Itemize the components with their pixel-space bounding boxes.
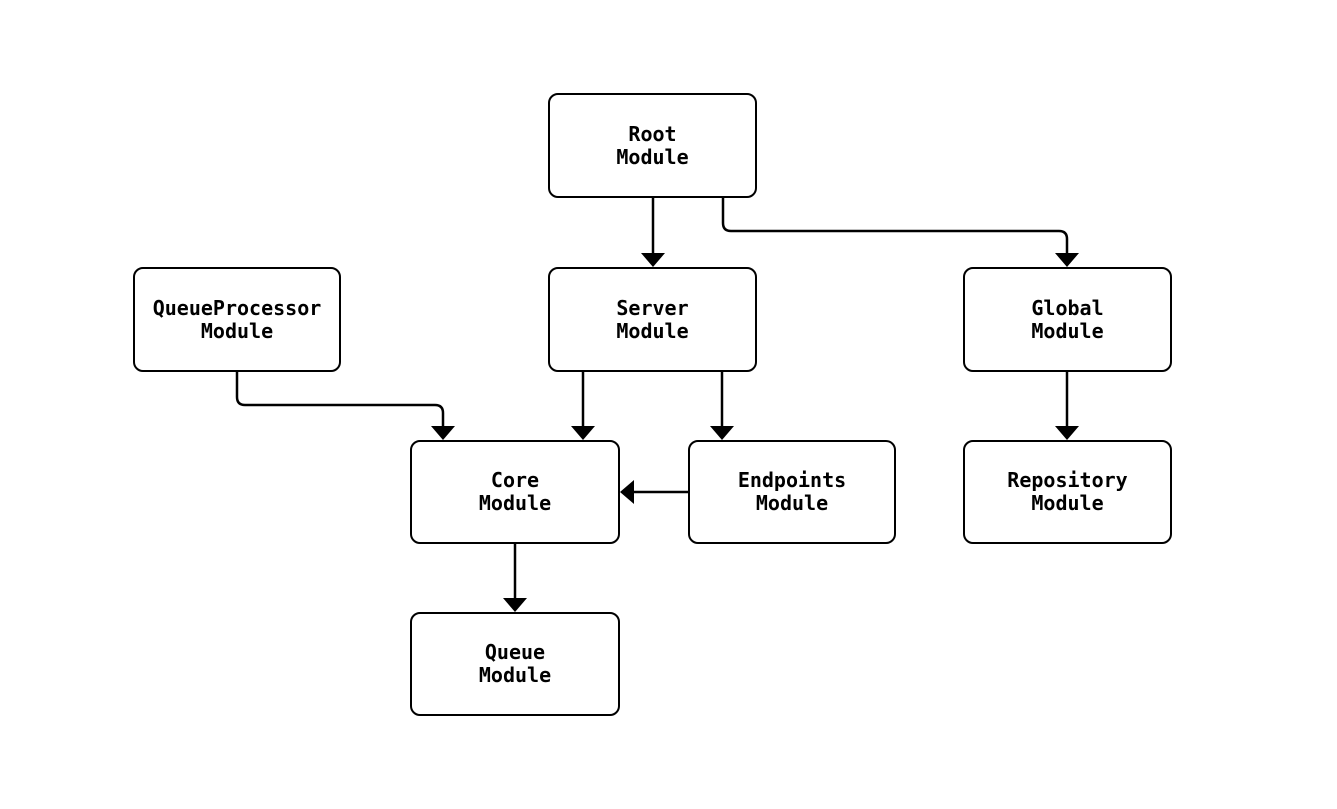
node-label-root: Root Module — [616, 121, 689, 169]
node-label-repository: Repository Module — [1007, 468, 1128, 515]
node-repository: Repository Module — [963, 440, 1172, 544]
node-queueprocessor: QueueProcessor Module — [133, 267, 341, 372]
node-label-queue: Queue Module — [478, 640, 552, 687]
node-root: Root Module — [548, 93, 757, 198]
node-label-server: Server Module — [616, 295, 689, 343]
node-core: Core Module — [410, 440, 620, 544]
node-server: Server Module — [548, 267, 757, 372]
node-label-queueprocessor: QueueProcessor Module — [152, 295, 322, 343]
edge-queueprocessor-core — [235, 372, 455, 440]
edge-root-global — [721, 198, 1079, 267]
node-label-core: Core Module — [478, 468, 552, 515]
node-endpoints: Endpoints Module — [688, 440, 896, 544]
node-label-global: Global Module — [1031, 295, 1104, 343]
node-global: Global Module — [963, 267, 1172, 372]
node-queue: Queue Module — [410, 612, 620, 716]
node-label-endpoints: Endpoints Module — [737, 468, 847, 515]
